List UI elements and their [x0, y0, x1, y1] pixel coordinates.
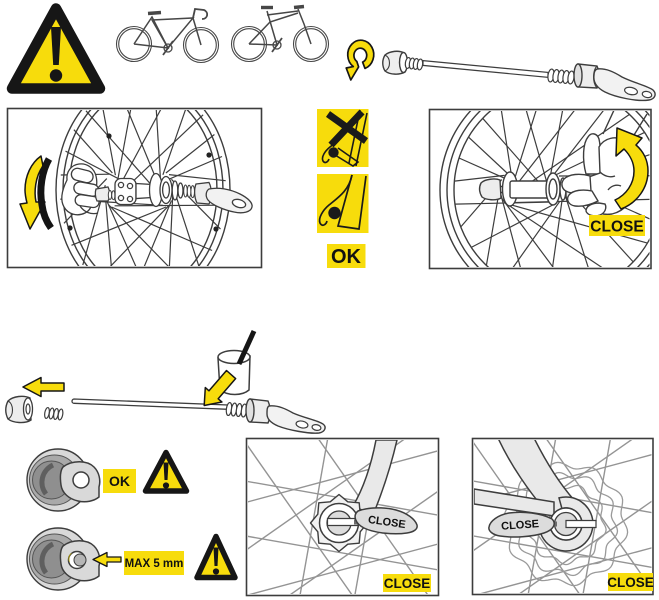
svg-text:OK: OK	[109, 473, 130, 489]
svg-text:CLOSE: CLOSE	[501, 518, 540, 533]
svg-text:CLOSE: CLOSE	[367, 514, 406, 531]
svg-text:CLOSE: CLOSE	[590, 219, 643, 236]
svg-text:CLOSE: CLOSE	[384, 576, 431, 591]
svg-text:CLOSE: CLOSE	[607, 575, 654, 590]
svg-text:OK: OK	[331, 246, 362, 268]
svg-text:MAX 5 mm: MAX 5 mm	[125, 558, 184, 570]
